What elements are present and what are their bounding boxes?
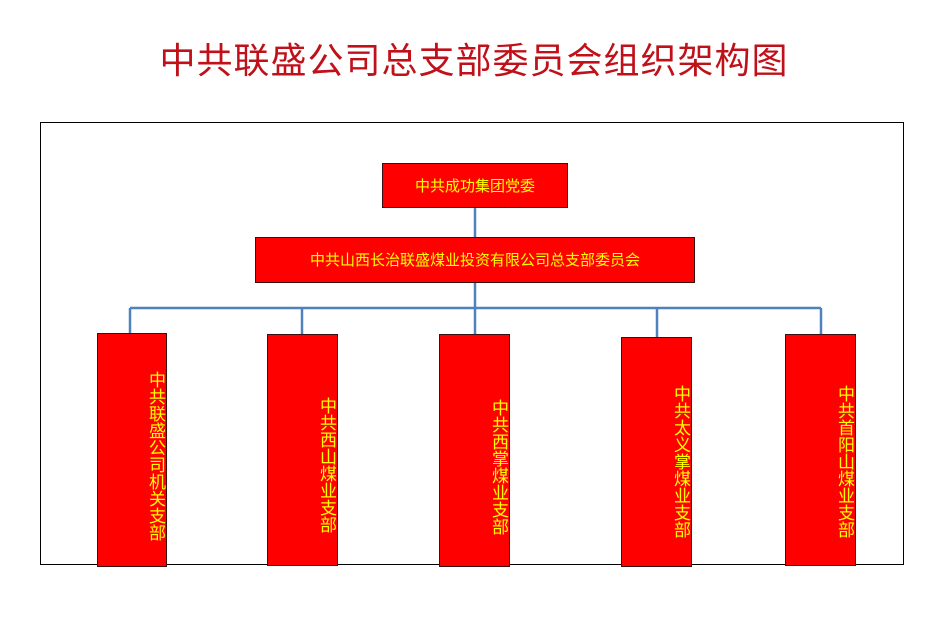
node-branch-5-label: 中共首阳山煤业支部 bbox=[834, 384, 854, 538]
node-general-branch-label: 中共山西长治联盛煤业投资有限公司总支部委员会 bbox=[309, 251, 640, 269]
node-general-branch: 中共山西长治联盛煤业投资有限公司总支部委员会 bbox=[255, 237, 695, 283]
node-branch-2-label: 中共西山煤业支部 bbox=[316, 397, 336, 533]
node-branch-4: 中共太义掌煤业支部 bbox=[621, 337, 692, 567]
node-branch-4-label: 中共太义掌煤业支部 bbox=[670, 384, 690, 538]
node-branch-1: 中共联盛公司机关支部 bbox=[97, 333, 167, 567]
chart-title: 中共联盛公司总支部委员会组织架构图 bbox=[159, 41, 789, 82]
node-branch-5: 中共首阳山煤业支部 bbox=[785, 334, 856, 566]
node-party-committee-label: 中共成功集团党委 bbox=[414, 176, 535, 195]
node-branch-3-label: 中共西掌煤业支部 bbox=[488, 398, 508, 535]
node-party-committee: 中共成功集团党委 bbox=[382, 163, 568, 208]
node-branch-3: 中共西掌煤业支部 bbox=[439, 334, 510, 567]
node-branch-1-label: 中共联盛公司机关支部 bbox=[145, 371, 165, 541]
node-branch-2: 中共西山煤业支部 bbox=[267, 334, 338, 566]
